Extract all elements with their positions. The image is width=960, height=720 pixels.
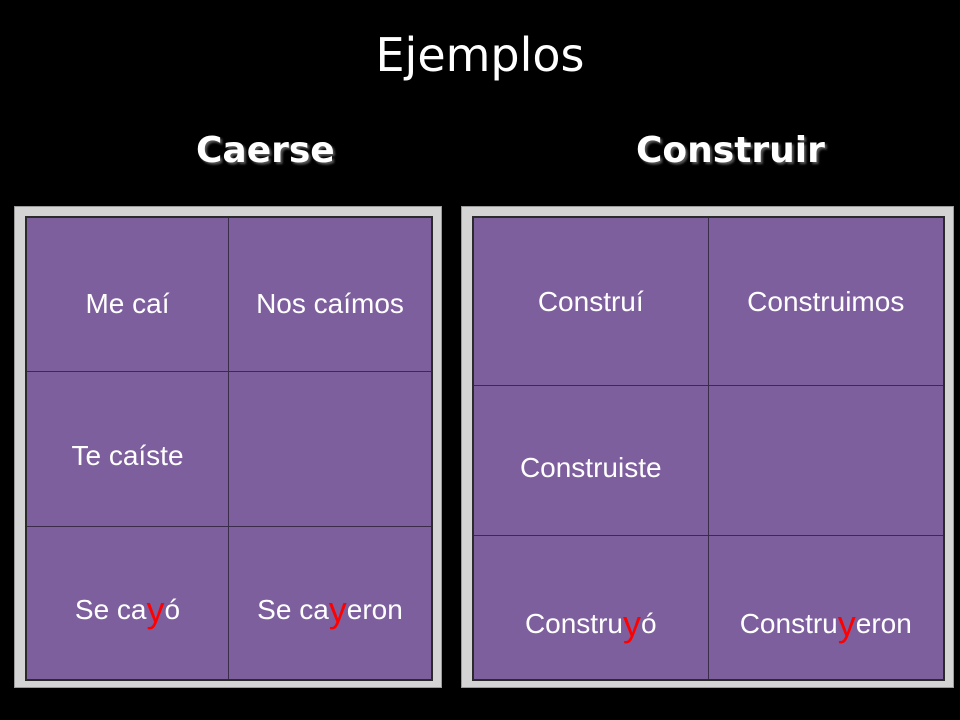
cell-text-pre: Construimos — [747, 285, 905, 317]
irregular-letter: y — [146, 589, 165, 630]
cell-text-pre: Te caíste — [71, 440, 184, 471]
construir-yo-cell: Construí — [474, 218, 709, 386]
cell-text-pre: Construí — [537, 285, 644, 317]
cell-text-pre: Constru — [524, 607, 623, 639]
cell-text-pre: Se ca — [257, 594, 329, 625]
irregular-letter: y — [328, 589, 347, 630]
heading-caerse: Caerse — [196, 130, 335, 171]
cell-text-pre: Construiste — [519, 451, 662, 483]
caerse-vosotros-cell — [229, 372, 431, 527]
cell-text-post: eron — [855, 607, 912, 639]
cell-text-pre: Constru — [739, 607, 838, 639]
cell-text-pre: Se ca — [74, 594, 147, 625]
construir-tu-cell: Construiste — [474, 386, 709, 536]
cell-text-post: ó — [164, 594, 181, 625]
cell-text-pre: Me caí — [85, 287, 170, 319]
caerse-yo-cell: Me caí — [27, 218, 229, 372]
cell-text-post: eron — [346, 594, 403, 625]
slide-title: Ejemplos — [375, 28, 585, 82]
caerse-nosotros-cell: Nos caímos — [229, 218, 431, 372]
construir-conjugation-table: Construí Construimos Construiste Constru… — [472, 216, 945, 681]
cell-text-post: ó — [640, 607, 657, 639]
construir-nosotros-cell: Construimos — [708, 218, 943, 386]
construir-table-frame: Construí Construimos Construiste Constru… — [461, 206, 954, 688]
irregular-letter: y — [837, 602, 856, 644]
cell-text-pre: Nos caímos — [256, 287, 404, 319]
irregular-letter: y — [622, 602, 641, 644]
heading-construir: Construir — [636, 130, 825, 171]
construir-vosotros-cell — [708, 386, 943, 536]
caerse-tu-cell: Te caíste — [27, 372, 229, 527]
